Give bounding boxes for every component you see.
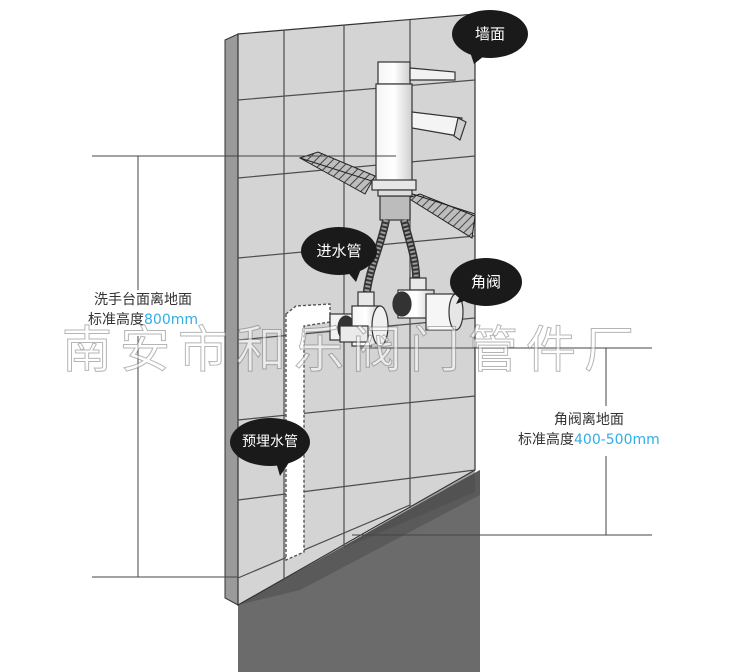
angle-valve-label: 角阀 [471, 273, 501, 291]
valve-height-dimension [352, 347, 652, 536]
valve-height-caption: 角阀离地面 标准高度400-500mm [518, 410, 660, 450]
faucet [371, 61, 467, 221]
valve-height-line2: 标准高度400-500mm [518, 430, 660, 450]
embedded-pipe [285, 303, 331, 562]
wall-label: 墙面 [475, 25, 505, 43]
counter-height-dimension [92, 155, 396, 578]
counter-height-line1: 洗手台面离地面 [94, 292, 192, 308]
embedded-pipe-label: 预埋水管 [242, 434, 298, 450]
inlet-pipe-label-bubble: 进水管 [301, 227, 377, 282]
counter-height-value: 800mm [144, 312, 198, 328]
wall-label-bubble: 墙面 [452, 10, 528, 64]
inlet-pipe-label: 进水管 [316, 242, 361, 260]
valve-height-line1: 角阀离地面 [553, 412, 624, 428]
floor-shadow [344, 470, 475, 548]
counter-height-caption: 洗手台面离地面 标准高度800mm [88, 290, 198, 330]
embedded-pipe-label-bubble: 预埋水管 [230, 418, 310, 476]
right-angle-valve [392, 277, 464, 331]
valve-height-prefix: 标准高度 [518, 432, 574, 448]
valve-height-value: 400-500mm [574, 432, 660, 448]
left-angle-valve [329, 291, 389, 347]
angle-valve-label-bubble: 角阀 [450, 258, 522, 306]
counter-height-prefix: 标准高度 [88, 312, 144, 328]
counter-height-line2: 标准高度800mm [88, 310, 198, 330]
